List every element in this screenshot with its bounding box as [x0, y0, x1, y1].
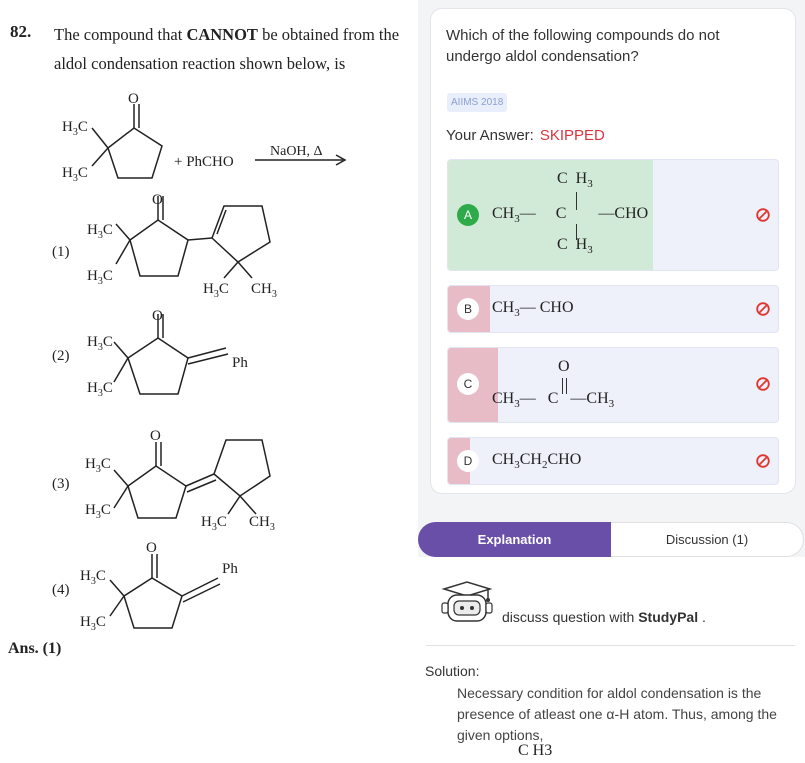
- option-b-badge: B: [457, 298, 479, 320]
- conditions-label: NaOH, Δ: [270, 144, 323, 159]
- p3-methyl-bottom: H3C: [85, 502, 111, 521]
- explanation-panel: discuss question with StudyPal . Solutio…: [418, 557, 805, 763]
- option-c-formula: CH3— C —CH3: [492, 390, 615, 411]
- question-text-bold: CANNOT: [186, 25, 258, 44]
- option-b-formula: CH3— CHO: [492, 299, 574, 320]
- option-d-wrong-icon: [756, 454, 770, 468]
- your-answer-status: SKIPPED: [539, 127, 605, 144]
- tab-discussion[interactable]: Discussion (1): [611, 522, 804, 557]
- p2-oxygen-label: O: [152, 308, 163, 324]
- p1-methyl-bottom: H3C: [87, 268, 113, 287]
- option-c[interactable]: C O CH3— C —CH3: [447, 347, 779, 423]
- question-text-post: be obtained from the aldol condensation …: [54, 25, 400, 73]
- studypal-robot-icon[interactable]: [438, 579, 496, 625]
- option-a-badge: A: [457, 204, 479, 226]
- p3-methyl-top: H3C: [85, 456, 111, 475]
- p4-methyl-top: H3C: [80, 568, 106, 587]
- solution-text: Necessary condition for aldol condensati…: [457, 685, 777, 743]
- option-a-fill: [448, 160, 653, 270]
- option-label-4: (4): [52, 582, 70, 598]
- option-a-ch3-top: C H3: [557, 170, 593, 191]
- p1-oxygen-label: O: [152, 192, 163, 208]
- question-text-pre: The compound that: [54, 25, 187, 44]
- option-c-oxygen: O: [558, 358, 570, 375]
- p1-methyl-ring-left: H3C: [203, 281, 229, 300]
- option-a-bond-top: [576, 192, 577, 210]
- card-question-text: Which of the following compounds do not …: [446, 27, 720, 65]
- p2-methyl-bottom: H3C: [87, 380, 113, 399]
- solution-label: Solution:: [425, 663, 480, 679]
- question-card: Which of the following compounds do not …: [430, 8, 796, 494]
- question-text: The compound that CANNOT be obtained fro…: [54, 20, 414, 78]
- p4-oxygen-label: O: [146, 540, 157, 556]
- reactant-oxygen-label: O: [128, 91, 139, 107]
- p3-oxygen-label: O: [150, 428, 161, 444]
- your-answer: Your Answer: SKIPPED: [446, 127, 605, 144]
- tab-explanation[interactable]: Explanation: [418, 522, 611, 557]
- reactant-methyl-top: H3C: [62, 119, 88, 138]
- p4-methyl-bottom: H3C: [80, 614, 106, 633]
- option-b-wrong-icon: [756, 302, 770, 316]
- p2-methyl-top: H3C: [87, 334, 113, 353]
- studypal-brand: StudyPal: [638, 609, 699, 625]
- explanation-tabs: Explanation Discussion (1): [418, 522, 805, 557]
- p4-phenyl-label: Ph: [222, 561, 238, 577]
- option-a-bond-bottom: [576, 224, 577, 240]
- option-c-double-bond-2: [566, 378, 567, 394]
- option-c-badge: C: [457, 373, 479, 395]
- option-d-badge: D: [457, 450, 479, 472]
- p3-methyl-ring-left: H3C: [201, 514, 227, 533]
- discuss-with-studypal[interactable]: discuss question with StudyPal .: [502, 609, 706, 625]
- option-a-wrong-icon: [756, 208, 770, 222]
- option-d[interactable]: D CH3CH2CHO: [447, 437, 779, 485]
- discuss-text-pre: discuss question with: [502, 609, 639, 625]
- option-b[interactable]: B CH3— CHO: [447, 285, 779, 333]
- option-c-double-bond-1: [562, 378, 563, 394]
- option-d-formula: CH3CH2CHO: [492, 451, 582, 472]
- p1-methyl-ring-right: CH3: [251, 281, 277, 300]
- reaction-structures: O H3C H3C + PhCHO NaOH, Δ O H3C H3C H3C …: [52, 91, 347, 633]
- option-label-2: (2): [52, 348, 70, 364]
- reactant-methyl-bottom: H3C: [62, 165, 88, 184]
- your-answer-label: Your Answer:: [446, 127, 534, 144]
- option-label-3: (3): [52, 476, 70, 492]
- option-a[interactable]: A C H3 CH3— C —CHO C H3: [447, 159, 779, 271]
- p3-methyl-ring-right: CH3: [249, 514, 275, 533]
- discuss-text-post: .: [698, 609, 706, 625]
- p2-phenyl-label: Ph: [232, 355, 248, 371]
- solution-formula-fragment: C H3: [518, 742, 553, 759]
- option-label-1: (1): [52, 244, 70, 260]
- exam-tag: AIIMS 2018: [447, 93, 508, 112]
- option-a-ch3-bottom: C H3: [557, 236, 593, 257]
- p1-methyl-top: H3C: [87, 222, 113, 241]
- option-a-formula: CH3— C —CHO: [492, 205, 649, 226]
- question-image-panel: 82. The compound that CANNOT be obtained…: [8, 20, 414, 657]
- divider: [426, 645, 795, 646]
- question-number: 82.: [10, 22, 32, 41]
- answer-label: Ans. (1): [8, 640, 62, 657]
- option-c-wrong-icon: [756, 377, 770, 391]
- question-card-panel: Which of the following compounds do not …: [418, 0, 805, 763]
- reagent-label: + PhCHO: [174, 154, 234, 170]
